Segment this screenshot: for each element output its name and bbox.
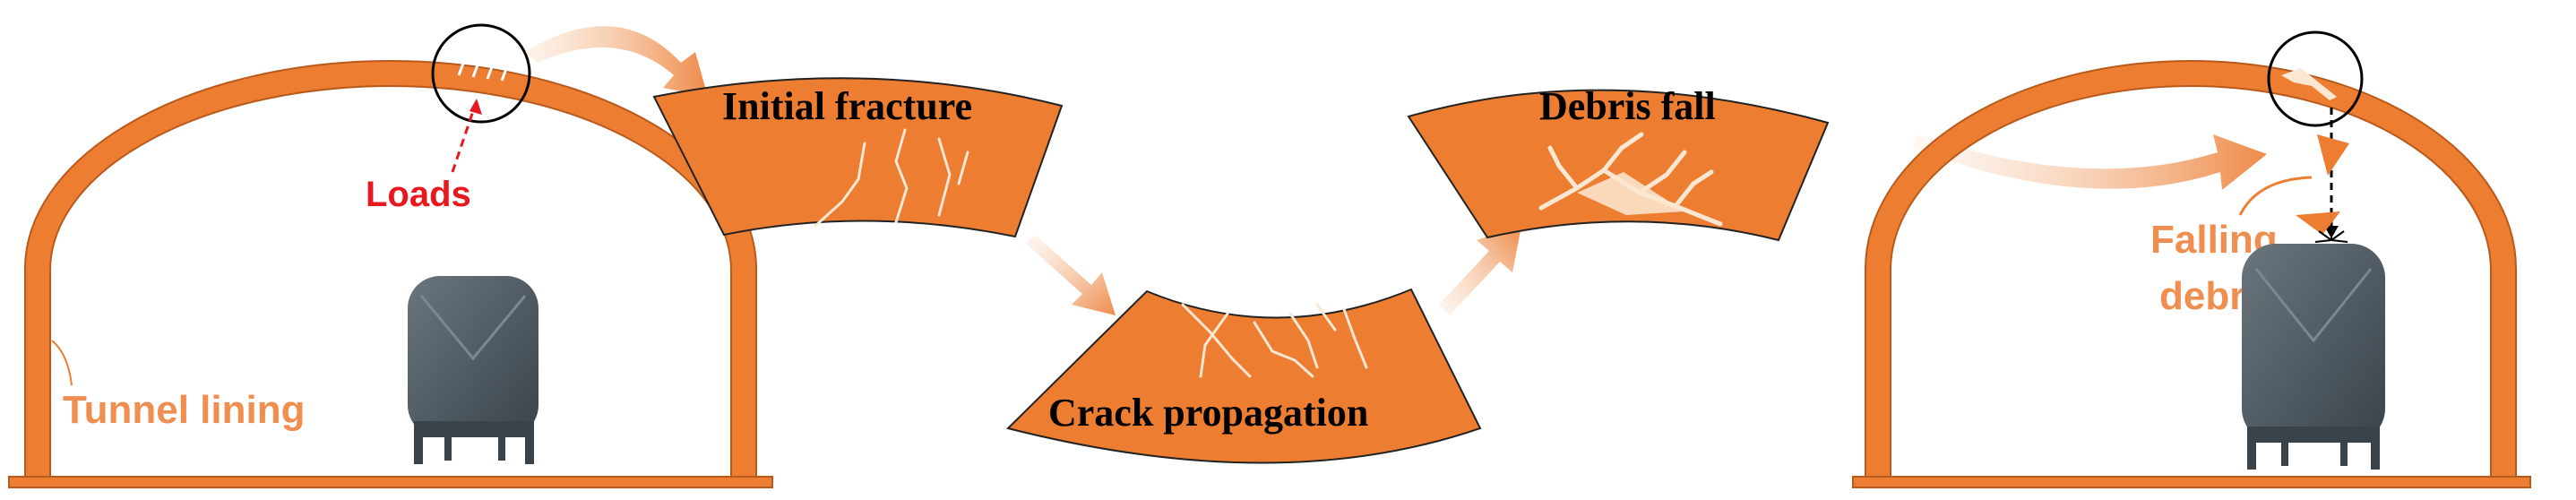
right-tunnel-base: [1852, 476, 2531, 488]
debris-fall-segment: Debris fall: [1407, 84, 1830, 242]
propagation-cracks: [1181, 303, 1368, 378]
falling-debris-piece: [2317, 134, 2349, 176]
debris-cracks: [1538, 132, 1723, 227]
tunnel-vehicle-icon: [2242, 244, 2385, 470]
loads-label: Loads: [366, 175, 471, 214]
flow-arrow-icon: [1913, 134, 2267, 190]
flow-arrow-icon: [1439, 226, 1521, 315]
initial-fracture-label: Initial fracture: [722, 84, 972, 128]
initial-fracture-segment: Initial fracture: [652, 77, 1064, 238]
left-tunnel-base: [8, 476, 773, 488]
falling-debris-piece: [2296, 211, 2340, 235]
flow-arrow-icon: [1026, 235, 1116, 315]
spall-mark: [2281, 68, 2337, 100]
focus-circle-icon: [2267, 30, 2364, 127]
loads-pointer: [451, 105, 477, 173]
crack-propagation-label: Crack propagation: [1048, 391, 1368, 435]
fracture-cracks: [814, 128, 969, 228]
focus-circle-icon: [431, 23, 531, 124]
falling-debris-leader: [2238, 176, 2313, 216]
crack-propagation-segment: Crack propagation: [1006, 288, 1482, 464]
debris-fall-label: Debris fall: [1539, 84, 1716, 128]
tunnel-lining-label: Tunnel lining: [63, 388, 305, 432]
left-tunnel: Loads Tunnel lining: [8, 23, 773, 488]
debris-fragment: [1577, 172, 1684, 215]
right-tunnel-lining: [1865, 60, 2517, 480]
tunnel-vehicle-icon: [408, 276, 538, 464]
left-tunnel-lining: [24, 60, 757, 480]
flow-arrow-icon: [524, 26, 708, 98]
load-marks: [457, 60, 509, 82]
tunnel-lining-leader: [51, 340, 73, 386]
impact-star-icon: [2314, 228, 2348, 243]
right-tunnel: Falling debris: [1852, 30, 2531, 488]
